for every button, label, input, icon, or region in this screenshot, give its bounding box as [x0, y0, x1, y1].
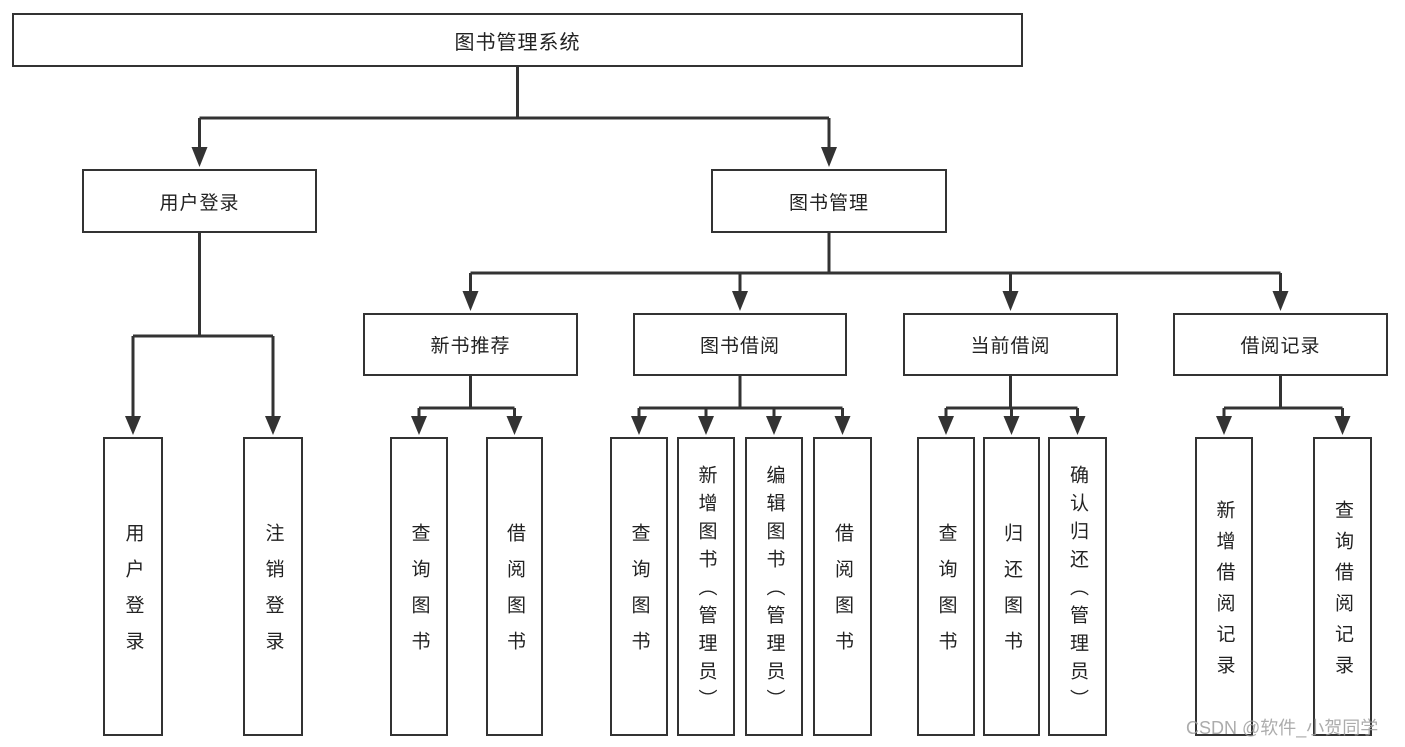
- leaf-borrow-books-borrow: 借阅图书: [813, 437, 872, 736]
- leaf-borrow-books-recommend: 借阅图书: [486, 437, 543, 736]
- arrowheads-book-borrow-children: [631, 416, 851, 435]
- node-book-borrow: 图书借阅: [633, 313, 847, 376]
- leaf-borrow-books-borrow-label: 借阅图书: [832, 523, 853, 667]
- csdn-watermark: CSDN @软件_小贺同学: [1186, 718, 1379, 738]
- node-book-management-label: 图书管理: [788, 192, 869, 214]
- leaf-confirm-return-admin-label: 确认归还（管理员）: [1067, 465, 1088, 717]
- leaf-query-books-recommend: 查询图书: [390, 437, 448, 736]
- node-current-borrow: 当前借阅: [903, 313, 1118, 376]
- leaf-logout: 注销登录: [243, 437, 303, 736]
- leaf-logout-label: 注销登录: [262, 523, 284, 667]
- node-borrow-records-label: 借阅记录: [1240, 336, 1321, 357]
- connector-book-management-children: [469, 233, 1282, 293]
- leaf-user-login: 用户登录: [103, 437, 163, 736]
- leaf-return-book: 归还图书: [983, 437, 1040, 736]
- node-user-login-label: 用户登录: [159, 192, 240, 214]
- leaf-user-login-label: 用户登录: [122, 523, 144, 667]
- connector-new-book-recommend-children: [417, 376, 516, 418]
- node-book-management: 图书管理: [711, 169, 947, 233]
- leaf-query-books-recommend-label: 查询图书: [408, 523, 430, 667]
- leaf-query-borrow-record: 查询借阅记录: [1313, 437, 1372, 736]
- connector-borrow-records-children: [1222, 376, 1344, 418]
- node-current-borrow-label: 当前借阅: [970, 336, 1051, 357]
- arrowheads-user-login-children: [125, 416, 281, 435]
- leaf-query-books-borrow-label: 查询图书: [628, 523, 650, 667]
- node-root: 图书管理系统: [12, 13, 1023, 67]
- connector-current-borrow-children: [944, 376, 1079, 418]
- leaf-edit-book-admin-label: 编辑图书（管理员）: [763, 465, 785, 717]
- arrowheads-level3: [462, 291, 1289, 311]
- leaf-add-book-admin-label: 新增图书（管理员）: [695, 465, 717, 717]
- connector-root-to-level2: [198, 67, 831, 150]
- node-root-label: 图书管理系统: [454, 31, 581, 54]
- leaf-query-books-borrow: 查询图书: [610, 437, 668, 736]
- node-borrow-records: 借阅记录: [1173, 313, 1388, 376]
- leaf-return-book-label: 归还图书: [1001, 523, 1022, 667]
- node-new-book-recommend: 新书推荐: [363, 313, 578, 376]
- leaf-add-borrow-record: 新增借阅记录: [1195, 437, 1253, 736]
- leaf-query-books-current-label: 查询图书: [935, 523, 957, 667]
- connector-user-login-children: [131, 233, 275, 418]
- leaf-add-book-admin: 新增图书（管理员）: [677, 437, 735, 736]
- leaf-confirm-return-admin: 确认归还（管理员）: [1048, 437, 1107, 736]
- leaf-query-borrow-record-label: 查询借阅记录: [1332, 499, 1353, 686]
- arrowheads-current-borrow-children: [938, 416, 1086, 435]
- leaf-query-books-current: 查询图书: [917, 437, 975, 736]
- arrowheads-level2: [191, 147, 837, 167]
- arrowheads-borrow-records-children: [1216, 416, 1351, 435]
- leaf-edit-book-admin: 编辑图书（管理员）: [745, 437, 803, 736]
- leaf-add-borrow-record-label: 新增借阅记录: [1213, 499, 1235, 686]
- arrowheads-new-book-recommend-children: [411, 416, 523, 435]
- node-book-borrow-label: 图书借阅: [699, 336, 780, 357]
- node-user-login: 用户登录: [82, 169, 317, 233]
- leaf-borrow-books-recommend-label: 借阅图书: [504, 523, 525, 667]
- node-new-book-recommend-label: 新书推荐: [430, 336, 511, 357]
- connector-book-borrow-children: [637, 376, 844, 418]
